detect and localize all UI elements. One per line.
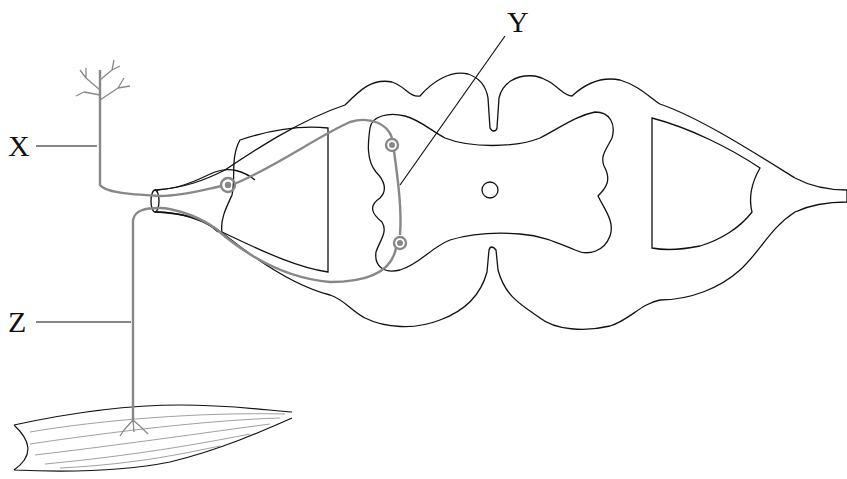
motor-neuron-body — [394, 237, 406, 249]
white-column-left — [222, 127, 328, 272]
part-label: X — [8, 131, 30, 161]
reflex-arc-neurons — [76, 60, 406, 436]
leader-lines — [36, 36, 505, 322]
interneuron-body — [386, 139, 398, 151]
dorsal-root — [157, 170, 255, 190]
sensory-neuron — [100, 70, 392, 196]
grey-matter — [368, 112, 613, 271]
motor-neuron — [133, 208, 396, 420]
white-column-right — [652, 118, 760, 249]
central-canal — [482, 182, 498, 198]
part-label: Z — [8, 307, 26, 337]
spinal-cord-outline — [155, 73, 847, 329]
part-label: Y — [507, 7, 529, 37]
muscle — [14, 405, 292, 471]
interneuron — [394, 151, 401, 235]
